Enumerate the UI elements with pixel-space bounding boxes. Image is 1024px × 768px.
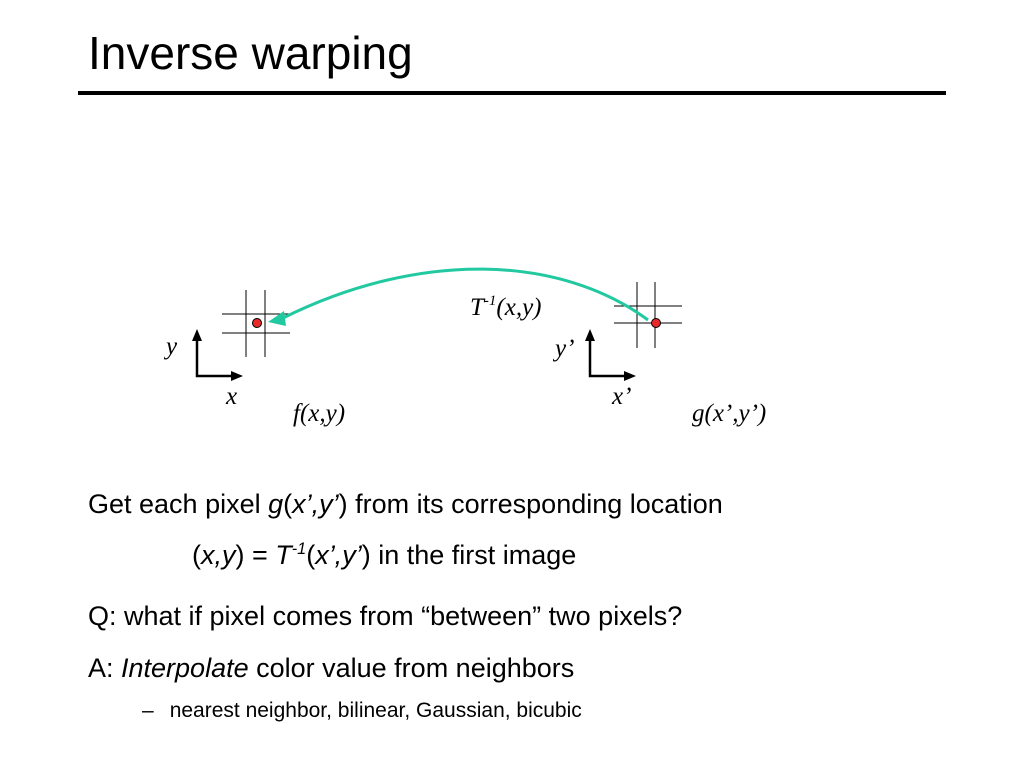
source-image-label: f(x,y) xyxy=(293,400,345,427)
destination-y-axis-label: y’ xyxy=(552,335,574,362)
source-pixel-grid xyxy=(222,290,290,357)
body-line-1: Get each pixel g(x’,y’) from its corresp… xyxy=(88,489,723,519)
title-underline xyxy=(78,91,946,95)
sub-bullet: –nearest neighbor, bilinear, Gaussian, b… xyxy=(142,699,582,722)
source-x-axis-label: x xyxy=(225,383,237,410)
source-point xyxy=(252,318,262,328)
inverse-transform-label: T-1(x,y) xyxy=(470,293,542,321)
destination-axes xyxy=(585,329,636,381)
destination-x-axis-label: x’ xyxy=(611,383,631,410)
destination-point xyxy=(651,318,661,328)
arrowhead-icon xyxy=(268,311,286,326)
body-line-2: (x,y) = T-1(x’,y’) in the first image xyxy=(192,540,577,570)
destination-image-label: g(x’,y’) xyxy=(692,400,766,427)
sub-bullet-dash: – xyxy=(142,699,154,722)
source-y-axis-label: y xyxy=(163,333,178,360)
destination-pixel-grid xyxy=(614,282,682,348)
inverse-transform-arrow xyxy=(282,267,649,322)
source-axes xyxy=(192,329,243,381)
question-line: Q: what if pixel comes from “between” tw… xyxy=(88,601,683,631)
answer-line: A: Interpolate color value from neighbor… xyxy=(88,653,575,683)
slide-title: Inverse warping xyxy=(88,27,413,79)
